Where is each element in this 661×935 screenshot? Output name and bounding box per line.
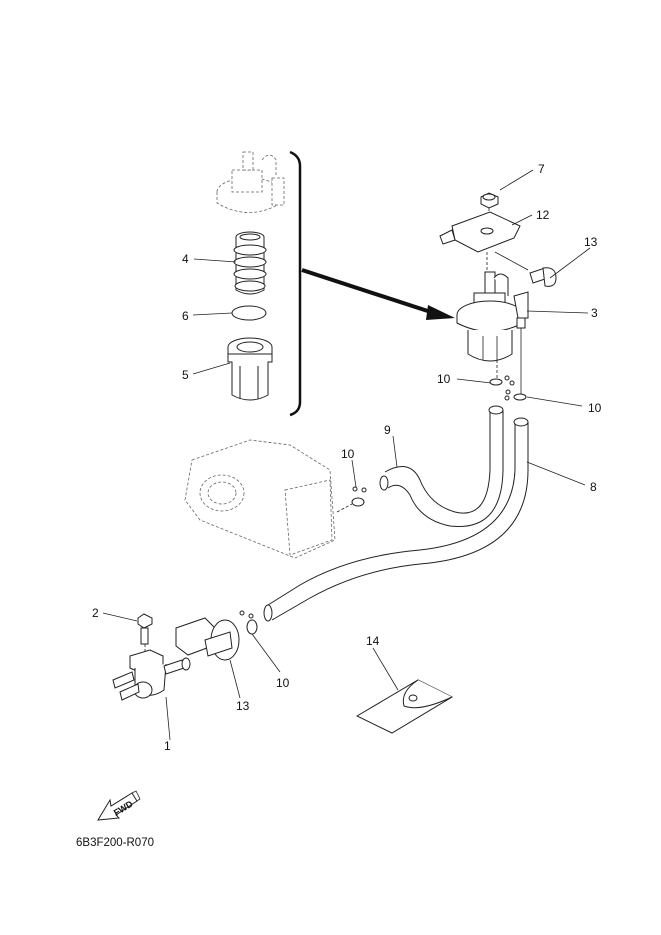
callout-6: 6: [182, 309, 189, 323]
bolt-part: [137, 613, 153, 645]
o-ring-part: [231, 305, 267, 321]
callout-9: 9: [384, 423, 391, 437]
pointer-arrow-shaft: [301, 268, 441, 317]
filter-cup-part: [227, 337, 273, 401]
fuel-joint-part: [112, 649, 191, 701]
clip-filter-right-part: [504, 389, 527, 401]
callout-10-filter-right: 10: [588, 401, 602, 415]
callout-11: 12: [536, 208, 550, 222]
pointer-arrow-head: [426, 305, 455, 320]
fuel-hose-short-part: [379, 405, 504, 528]
bolt-bracket-part: [529, 267, 557, 287]
callout-8: 8: [590, 480, 597, 494]
fuel-hose-long-part: [263, 417, 529, 622]
inset-filter-head-ghost: [216, 151, 285, 213]
grommet-part: [175, 617, 240, 661]
fwd-arrow-icon: FWD: [97, 790, 141, 821]
clip-carburetor-part: [351, 486, 367, 507]
fuel-filter-assembly-part: [456, 271, 529, 362]
callout-2: 2: [92, 606, 99, 620]
bracket-part: [439, 211, 521, 253]
clip-filter-left-part: [489, 375, 515, 386]
callout-10-filter-left: 10: [437, 372, 451, 386]
callout-4: 4: [182, 252, 189, 266]
callout-12: 13: [584, 235, 598, 249]
clip-joint-part: [239, 610, 258, 635]
callout-1: 1: [164, 739, 171, 753]
callout-5: 5: [182, 368, 189, 382]
callout-10-joint: 10: [276, 676, 290, 690]
callout-14: 14: [366, 634, 380, 648]
callout-3: 3: [591, 306, 598, 320]
filter-element-part: [233, 231, 267, 295]
carburetor-ghost: [184, 439, 336, 559]
callout-7: 7: [538, 162, 545, 176]
inset-bracket: [289, 150, 302, 417]
callout-13: 13: [236, 699, 250, 713]
label-sheet-part: [355, 679, 454, 734]
nut-part: [480, 192, 499, 209]
callout-10-carburetor: 10: [341, 447, 355, 461]
diagram-code: 6B3F200-R070: [76, 837, 154, 849]
